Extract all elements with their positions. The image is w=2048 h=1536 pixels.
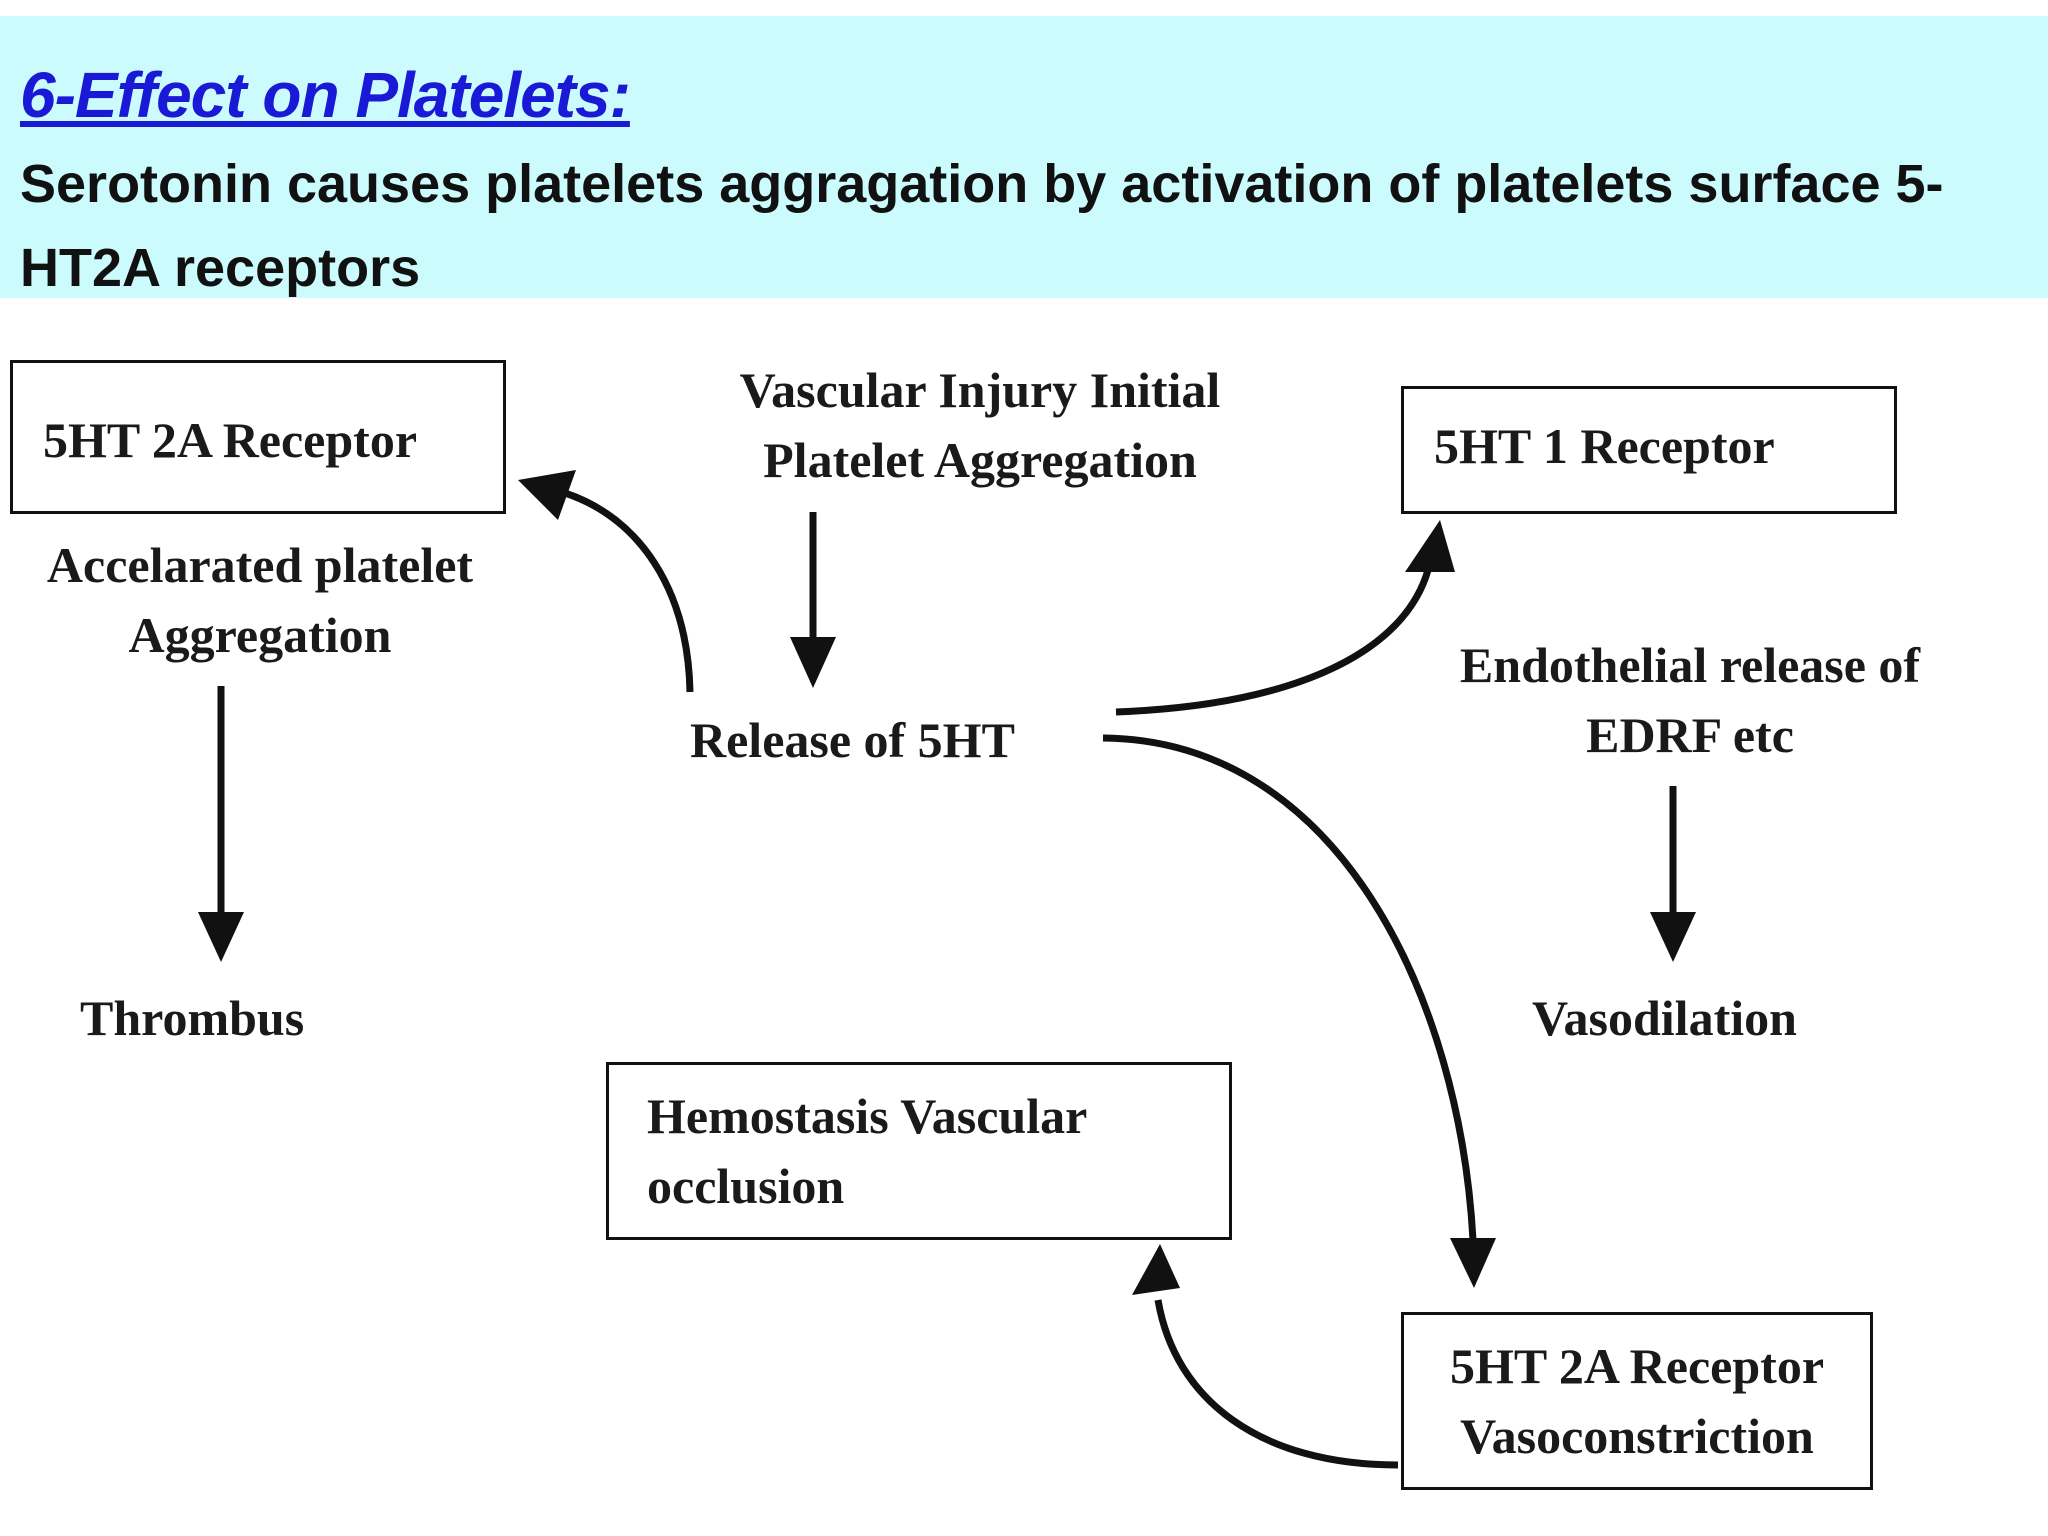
hemostasis-line-2: occlusion bbox=[647, 1158, 845, 1214]
vascular-injury-label: Vascular Injury Initial Platelet Aggrega… bbox=[660, 355, 1300, 495]
5ht1-receptor-label: 5HT 1 Receptor bbox=[1434, 418, 1775, 474]
arrow-release-to-vasoconstriction bbox=[1102, 734, 1477, 1241]
vasoconstriction-5ht2a-receptor-box: 5HT 2A Receptor Vasoconstriction bbox=[1401, 1312, 1873, 1490]
hemostasis-line-1: Hemostasis Vascular bbox=[647, 1088, 1088, 1144]
arrow-release-to-platelet-receptor bbox=[563, 489, 694, 693]
accelerated-aggregation-line-2: Aggregation bbox=[128, 607, 392, 663]
vascular-injury-line-1: Vascular Injury Initial bbox=[739, 362, 1221, 418]
accelerated-aggregation-label: Accelarated platelet Aggregation bbox=[0, 530, 520, 670]
arrowhead-release-to-5ht1-receptor bbox=[1405, 520, 1455, 572]
arrowhead-vasoconstriction-to-hemostasis bbox=[1132, 1244, 1180, 1295]
hemostasis-box: Hemostasis Vascular occlusion bbox=[606, 1062, 1232, 1240]
slide-title: 6-Effect on Platelets: bbox=[20, 59, 631, 131]
slide-subtitle: Serotonin causes platelets aggragation b… bbox=[20, 154, 1944, 298]
vasodilation-label: Vasodilation bbox=[1532, 990, 1797, 1046]
header-banner: 6-Effect on Platelets: Serotonin causes … bbox=[0, 16, 2048, 298]
5ht1-receptor-box: 5HT 1 Receptor bbox=[1401, 386, 1897, 514]
vascular-injury-line-2: Platelet Aggregation bbox=[763, 432, 1197, 488]
release-of-5ht-label: Release of 5HT bbox=[690, 712, 1015, 768]
accelerated-aggregation-line-1: Accelarated platelet bbox=[46, 537, 474, 593]
endothelial-release-line-2: EDRF etc bbox=[1586, 707, 1794, 763]
arrowhead-release-to-platelet-receptor bbox=[518, 470, 576, 520]
endothelial-release-label: Endothelial release of EDRF etc bbox=[1380, 630, 2000, 770]
arrowhead-injury-to-release bbox=[790, 637, 836, 688]
arrowhead-release-to-vasoconstriction bbox=[1450, 1238, 1496, 1288]
thrombus-label: Thrombus bbox=[80, 990, 305, 1046]
arrow-vasoconstriction-to-hemostasis bbox=[1154, 1299, 1399, 1469]
arrow-release-to-5ht1-receptor bbox=[1115, 569, 1432, 716]
vasoconstriction-line-2: Vasoconstriction bbox=[1460, 1408, 1814, 1464]
vasoconstriction-line-1: 5HT 2A Receptor bbox=[1449, 1338, 1825, 1394]
platelet-5ht2a-receptor-box: 5HT 2A Receptor bbox=[10, 360, 506, 514]
platelet-5ht2a-receptor-label: 5HT 2A Receptor bbox=[43, 412, 418, 468]
endothelial-release-line-1: Endothelial release of bbox=[1459, 637, 1921, 693]
arrowhead-endothelial-to-vasodilation bbox=[1650, 912, 1696, 962]
arrowhead-accelerated-to-thrombus bbox=[198, 912, 244, 962]
